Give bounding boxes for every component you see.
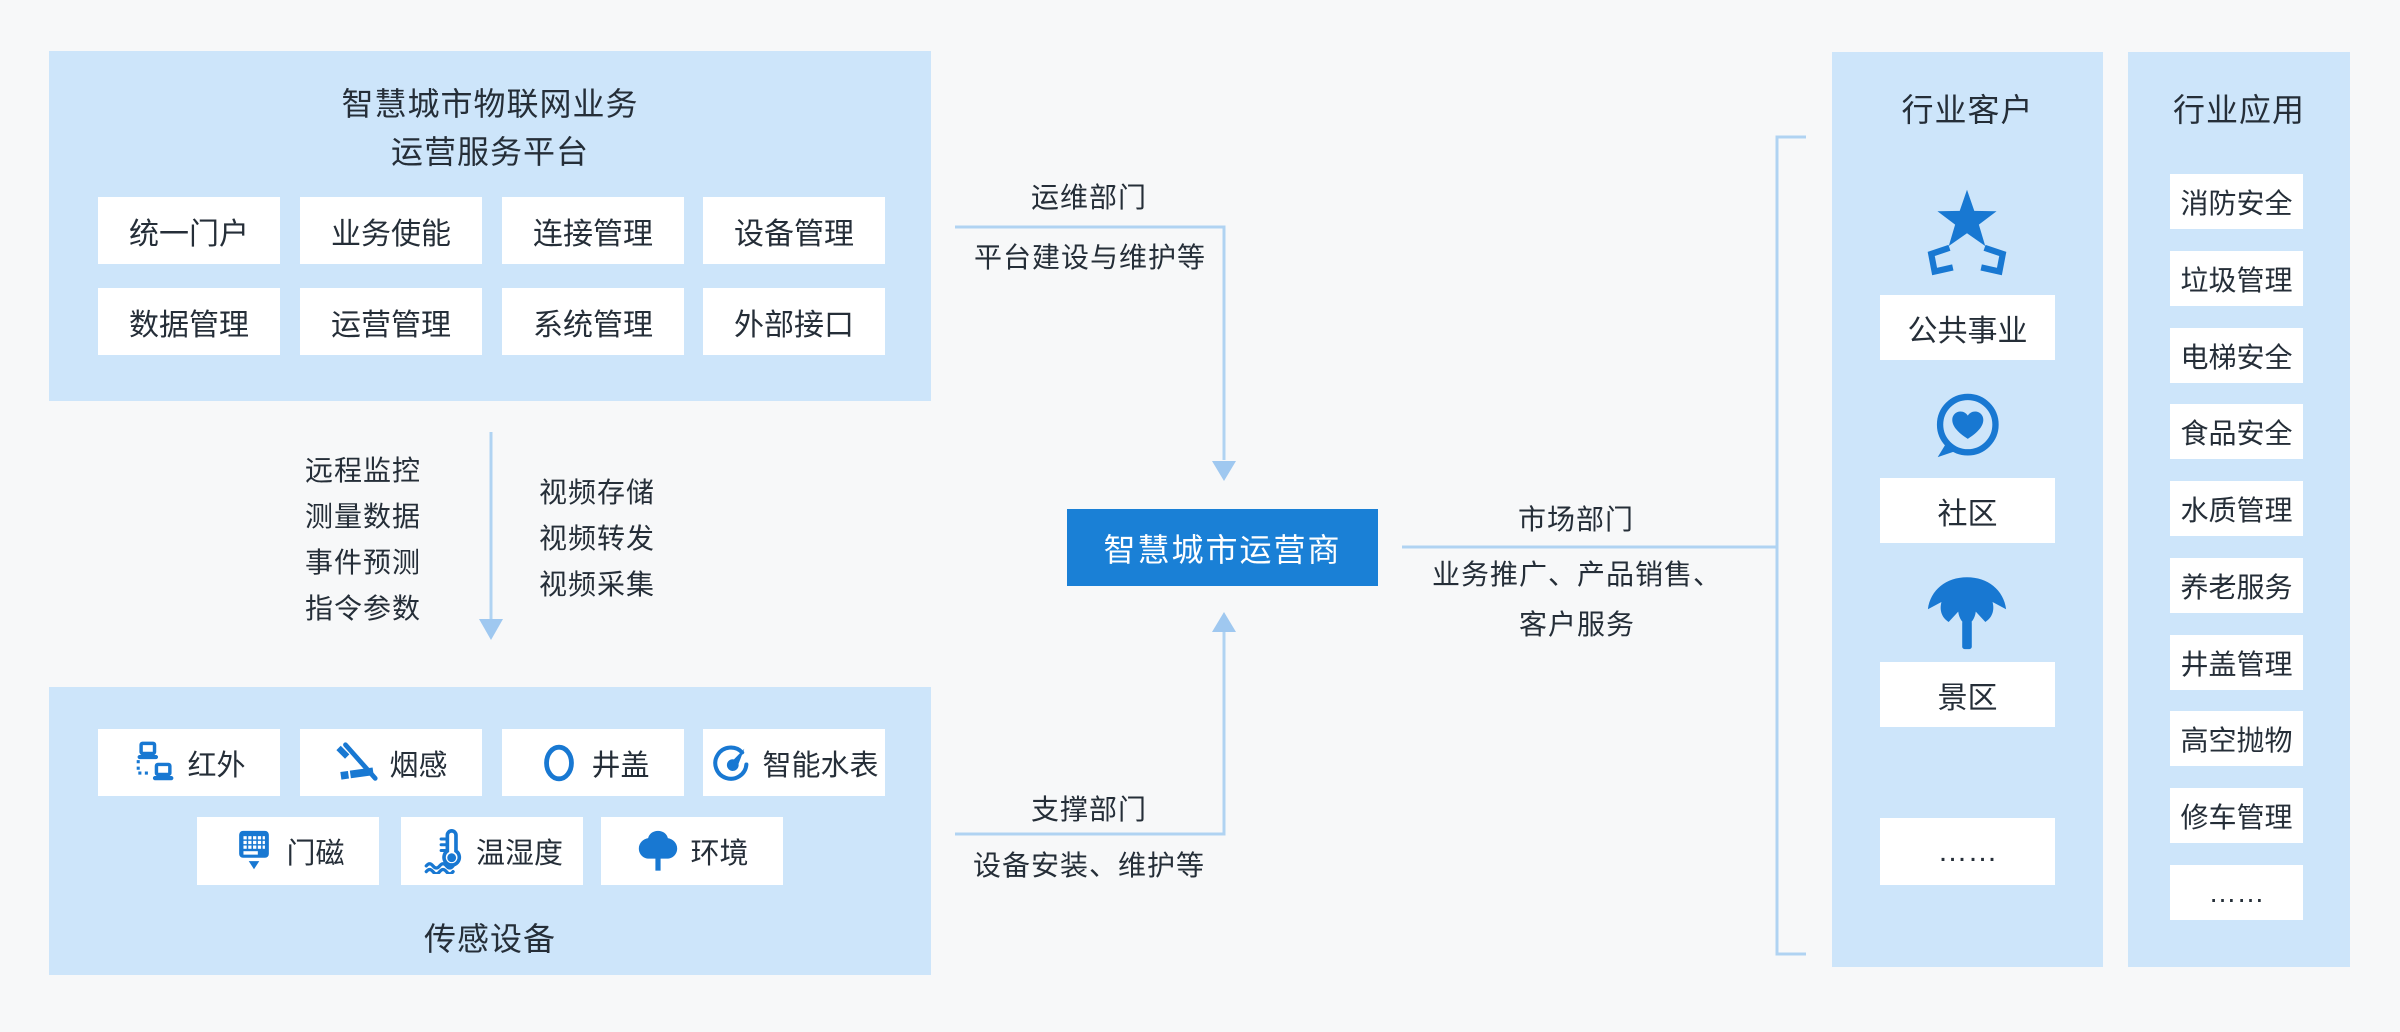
module-box-service-enable: 业务使能	[300, 197, 482, 264]
data-flow-left-labels: 远程监控 测量数据 事件预测 指令参数	[305, 448, 421, 632]
market-dept-title: 市场部门	[1517, 504, 1635, 535]
app-box-garbage-mgmt: 垃圾管理	[2170, 251, 2303, 306]
flow-label-video-capture: 视频采集	[538, 569, 656, 600]
sensor-box-smoke: 烟感	[300, 729, 482, 796]
scenic-tree-icon	[1921, 573, 2013, 656]
sensor-label: 门磁	[286, 838, 345, 870]
flow-label-video-storage: 视频存储	[538, 477, 656, 508]
applications-panel-title: 行业应用	[2172, 92, 2305, 128]
sensor-label: 井盖	[591, 749, 650, 782]
data-flow-right-labels: 视频存储 视频转发 视频采集	[539, 470, 655, 608]
ops-dept-title: 运维部门	[1030, 182, 1148, 213]
app-box-food-safety: 食品安全	[2170, 404, 2303, 459]
flow-label-video-forwarding: 视频转发	[538, 523, 656, 554]
flow-label-command-params: 指令参数	[304, 593, 422, 624]
app-box-vehicle-repair: 修车管理	[2170, 788, 2303, 843]
flow-label-remote-monitoring: 远程监控	[304, 455, 422, 486]
ops-dept-desc: 平台建设与维护等	[973, 242, 1207, 273]
sensor-label: 红外	[187, 749, 246, 782]
customers-panel-title: 行业客户	[1901, 92, 2034, 128]
customer-box-scenic-area: 景区	[1880, 662, 2055, 727]
water-meter-icon	[713, 745, 749, 781]
sensor-label: 环境	[690, 838, 749, 870]
down-arrowhead	[479, 619, 503, 640]
smoke-sensor-icon	[336, 741, 379, 781]
sensor-label: 温湿度	[475, 838, 563, 870]
door-magnet-icon	[239, 830, 270, 870]
module-box-system-mgmt: 系统管理	[502, 288, 684, 355]
sensor-box-infrared: 红外	[98, 729, 280, 796]
support-arrowhead	[1212, 612, 1236, 632]
sensor-box-manhole: 井盖	[502, 729, 684, 796]
support-dept-title: 支撑部门	[1030, 794, 1148, 825]
app-box-falling-objects: 高空抛物	[2170, 711, 2303, 766]
app-box-elderly-care: 养老服务	[2170, 558, 2303, 613]
module-box-data-mgmt: 数据管理	[98, 288, 280, 355]
support-dept-desc: 设备安装、维护等	[972, 850, 1206, 881]
manhole-cover-icon	[544, 744, 575, 781]
module-box-external-interface: 外部接口	[703, 288, 885, 355]
customer-box-public-utilities: 公共事业	[1880, 295, 2055, 360]
star-laurel-icon	[1913, 186, 2021, 281]
module-box-operation-mgmt: 运营管理	[300, 288, 482, 355]
sensor-label: 智能水表	[762, 749, 879, 782]
module-box-device-mgmt: 设备管理	[703, 197, 885, 264]
app-box-water-quality: 水质管理	[2170, 481, 2303, 536]
flow-label-event-prediction: 事件预测	[304, 547, 422, 578]
module-box-connection-mgmt: 连接管理	[502, 197, 684, 264]
sensor-box-water-meter: 智能水表	[703, 729, 885, 796]
flow-label-measurement-data: 测量数据	[304, 501, 422, 532]
market-dept-desc-line2: 客户服务	[1518, 609, 1636, 640]
ops-arrowhead	[1212, 461, 1236, 481]
market-dept-desc-line1: 业务推广、产品销售、	[1431, 559, 1723, 590]
app-box-fire-safety: 消防安全	[2170, 174, 2303, 229]
customer-box-community: 社区	[1880, 478, 2055, 543]
sensor-box-temp-humidity: 温湿度	[401, 817, 583, 885]
heart-bubble-icon	[1929, 389, 2005, 465]
app-box-ellipsis: ……	[2170, 865, 2303, 920]
customers-bracket-line	[1775, 135, 1806, 956]
app-box-manhole-mgmt: 井盖管理	[2170, 635, 2303, 690]
app-box-elevator-safety: 电梯安全	[2170, 328, 2303, 383]
temp-humidity-icon	[424, 829, 462, 874]
customer-box-ellipsis: ……	[1880, 818, 2055, 885]
platform-title-line2: 运营服务平台	[390, 134, 589, 170]
platform-panel-title: 智慧城市物联网业务 运营服务平台	[49, 80, 931, 176]
sensor-box-door-magnet: 门磁	[197, 817, 379, 885]
module-box-unified-portal: 统一门户	[98, 197, 280, 264]
environment-tree-icon	[639, 830, 678, 871]
operator-box: 智慧城市运营商	[1067, 509, 1378, 586]
infrared-icon	[137, 741, 174, 780]
sensor-box-environment: 环境	[601, 817, 783, 885]
platform-title-line1: 智慧城市物联网业务	[341, 86, 639, 122]
sensors-panel-caption: 传感设备	[423, 921, 556, 957]
sensor-label: 烟感	[389, 749, 448, 782]
